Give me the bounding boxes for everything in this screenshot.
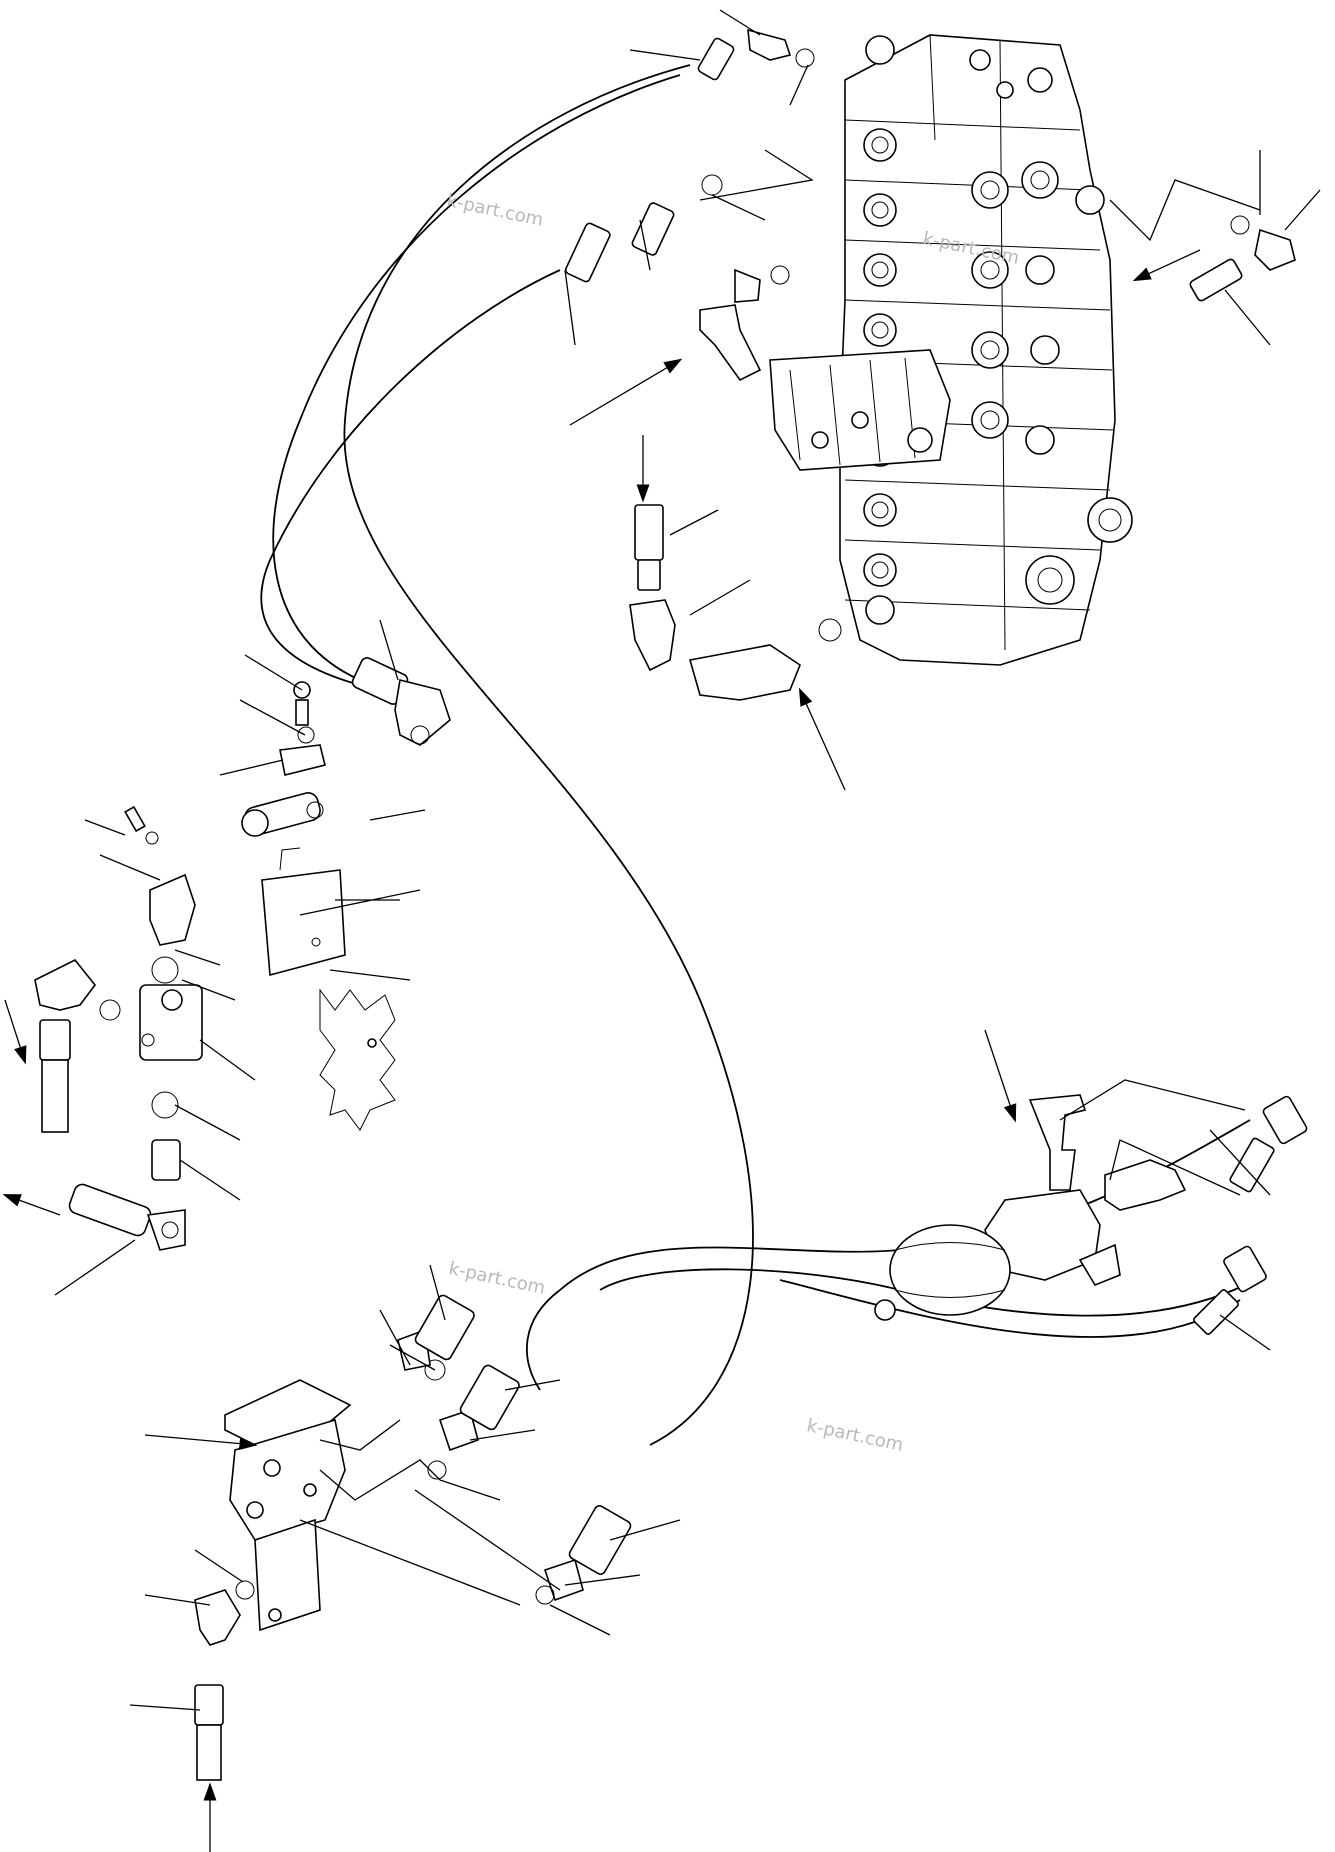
leader-lines: [54, 9, 1321, 1711]
check-valve-assembly: [34, 657, 451, 1251]
pedal-valve: [194, 1294, 632, 1781]
control-valve: [769, 34, 1133, 666]
valve-fittings-upper: [564, 28, 1296, 701]
accumulator-assembly: [874, 1094, 1308, 1335]
flow-arrows: [2, 249, 1201, 1852]
